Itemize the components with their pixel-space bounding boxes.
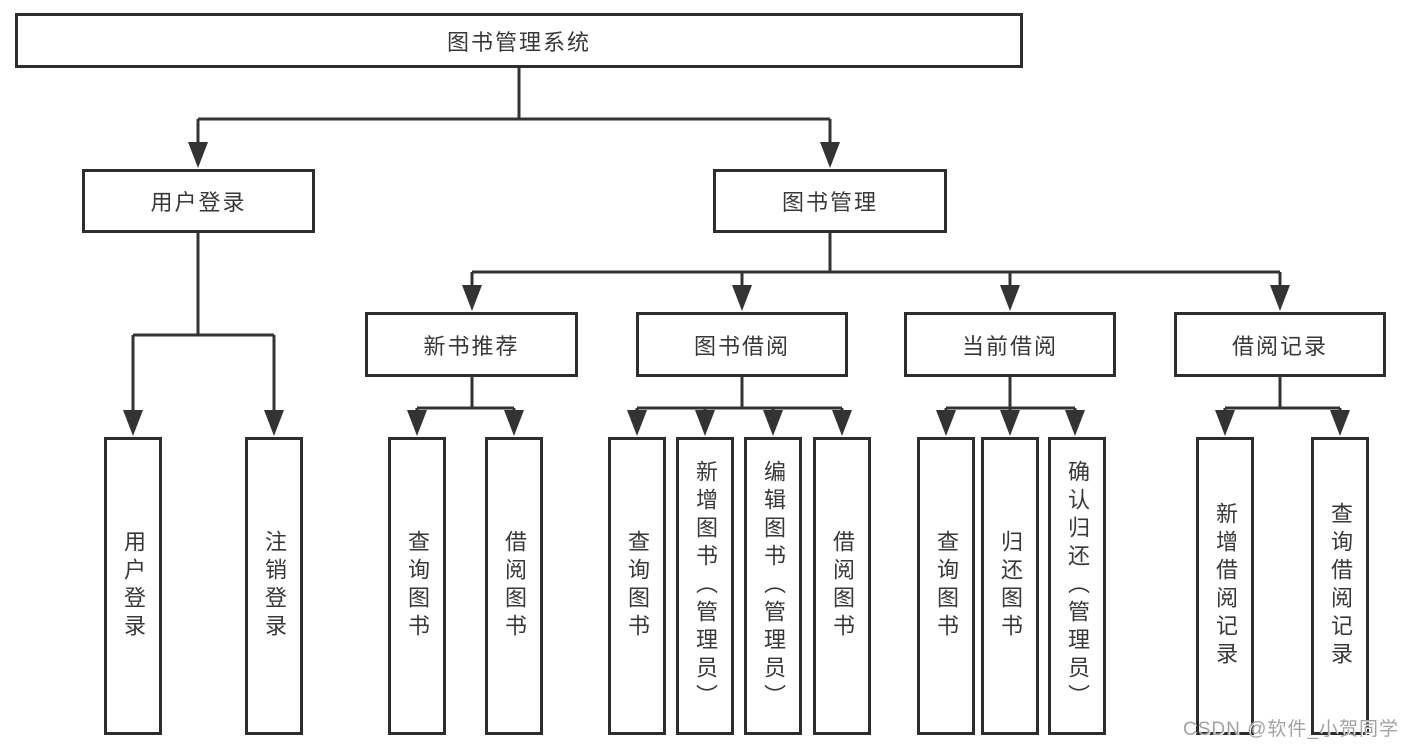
leaf-current-query-book: 查询图书 — [917, 437, 975, 735]
node-current-borrow: 当前借阅 — [904, 312, 1116, 377]
node-borrow-records: 借阅记录 — [1174, 312, 1386, 377]
leaf-borrow-query-book: 查询图书 — [608, 437, 666, 735]
leaf-logout-login: 注销登录 — [245, 437, 303, 735]
leaf-borrow-book: 借阅图书 — [813, 437, 871, 735]
arrowhead-icons — [123, 142, 1350, 436]
leaf-add-book-admin: 新增图书（管理员） — [676, 437, 734, 735]
leaf-confirm-return-admin: 确认归还（管理员） — [1048, 437, 1106, 735]
leaf-recommend-query-book: 查询图书 — [388, 437, 446, 735]
leaf-recommend-borrow-book: 借阅图书 — [485, 437, 543, 735]
csdn-watermark: CSDN @软件_小贺同学 — [1183, 719, 1399, 740]
leaf-return-book: 归还图书 — [981, 437, 1039, 735]
node-library-management-system: 图书管理系统 — [15, 13, 1023, 68]
node-user-login: 用户登录 — [82, 169, 315, 233]
leaf-edit-book-admin: 编辑图书（管理员） — [744, 437, 802, 735]
leaf-user-login: 用户登录 — [104, 437, 162, 735]
node-new-book-recommend: 新书推荐 — [365, 312, 578, 377]
leaf-query-borrow-record: 查询借阅记录 — [1311, 437, 1369, 735]
leaf-add-borrow-record: 新增借阅记录 — [1196, 437, 1254, 735]
node-book-borrow: 图书借阅 — [636, 312, 848, 377]
node-book-management: 图书管理 — [713, 169, 947, 233]
